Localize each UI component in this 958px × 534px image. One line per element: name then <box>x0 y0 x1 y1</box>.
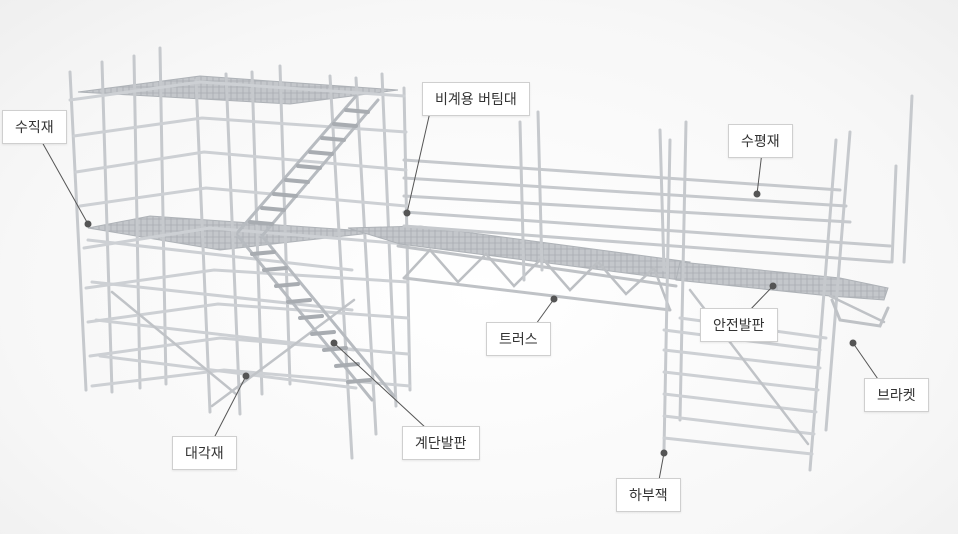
label-truss: 트러스 <box>486 322 551 356</box>
label-base-jack: 하부잭 <box>616 478 681 512</box>
label-safety-plank: 안전발판 <box>700 308 778 342</box>
right-tower <box>662 120 890 472</box>
left-tower <box>68 46 412 460</box>
bridge-span <box>347 94 914 312</box>
label-diagonal: 대각재 <box>172 436 237 470</box>
leader-lines <box>41 111 881 481</box>
label-base-jack-support: 비계용 버팀대 <box>422 82 530 116</box>
label-vertical: 수직재 <box>2 110 67 144</box>
label-bracket: 브라켓 <box>864 378 929 412</box>
label-horizontal: 수평재 <box>728 124 793 158</box>
label-stair-plank: 계단발판 <box>402 426 480 460</box>
